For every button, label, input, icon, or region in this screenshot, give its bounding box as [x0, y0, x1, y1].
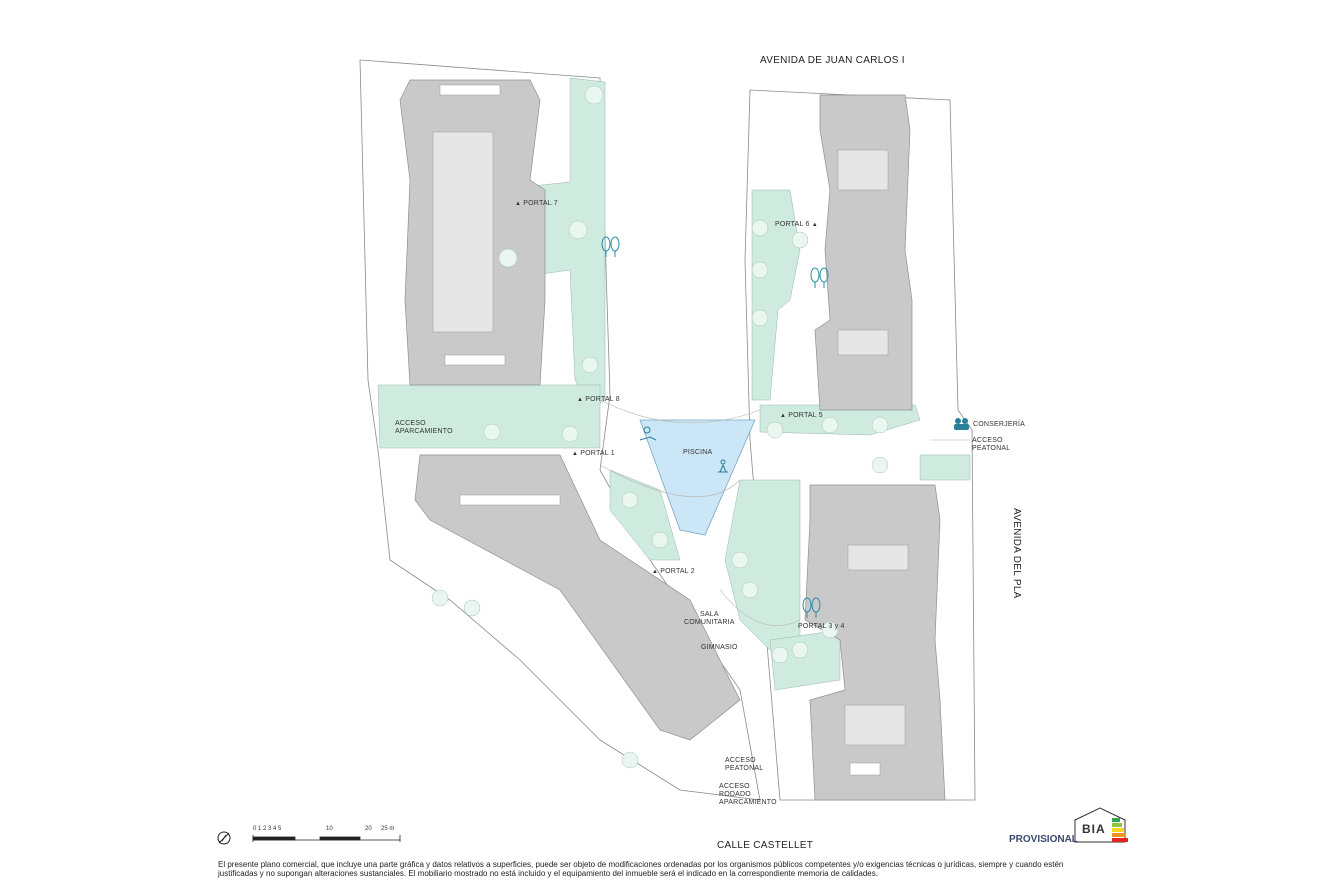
scale-bar: [252, 835, 401, 842]
pool: [639, 419, 756, 536]
portal-1-label: ▲ PORTAL 1: [572, 450, 615, 457]
piscina-label: PISCINA: [683, 449, 713, 456]
energy-logo-text: BIA: [1082, 822, 1106, 836]
provisional-label: PROVISIONAL: [1009, 834, 1078, 845]
portal-3-4-label: PORTAL 3 y 4: [798, 623, 845, 630]
scale-numbers: 0 1 2 3 4 5 10 20 25 m: [253, 826, 395, 832]
gardens: [377, 77, 971, 691]
sun-lounger-icon: [639, 426, 657, 441]
street-south: CALLE CASTELLET: [717, 840, 814, 851]
conserjeria-label: CONSERJERÍA: [973, 421, 1025, 428]
street-east: AVENIDA DEL PLA: [1011, 508, 1022, 599]
pool-ladder-icon: [718, 459, 728, 473]
tree-icon: [601, 236, 829, 618]
portal-6-label: PORTAL 6 ▲: [775, 221, 818, 228]
portal-2-label: ▲ PORTAL 2: [652, 568, 695, 575]
north-arrow-icon: [217, 831, 231, 845]
energy-label-icon: [1074, 807, 1128, 843]
street-north: AVENIDA DE JUAN CARLOS I: [760, 55, 905, 66]
portal-7-label: ▲ PORTAL 7: [515, 200, 558, 207]
site-boundary-west: [359, 59, 761, 801]
conserjeria-icon: [954, 418, 969, 430]
portal-8-label: ▲ PORTAL 8: [577, 396, 620, 403]
gimnasio-label: GIMNASIO: [701, 644, 738, 651]
disclaimer-text: El presente plano comercial, que incluye…: [218, 860, 1064, 878]
tree-icon-group: [431, 85, 889, 769]
portal-5-label: ▲ PORTAL 5: [780, 412, 823, 419]
